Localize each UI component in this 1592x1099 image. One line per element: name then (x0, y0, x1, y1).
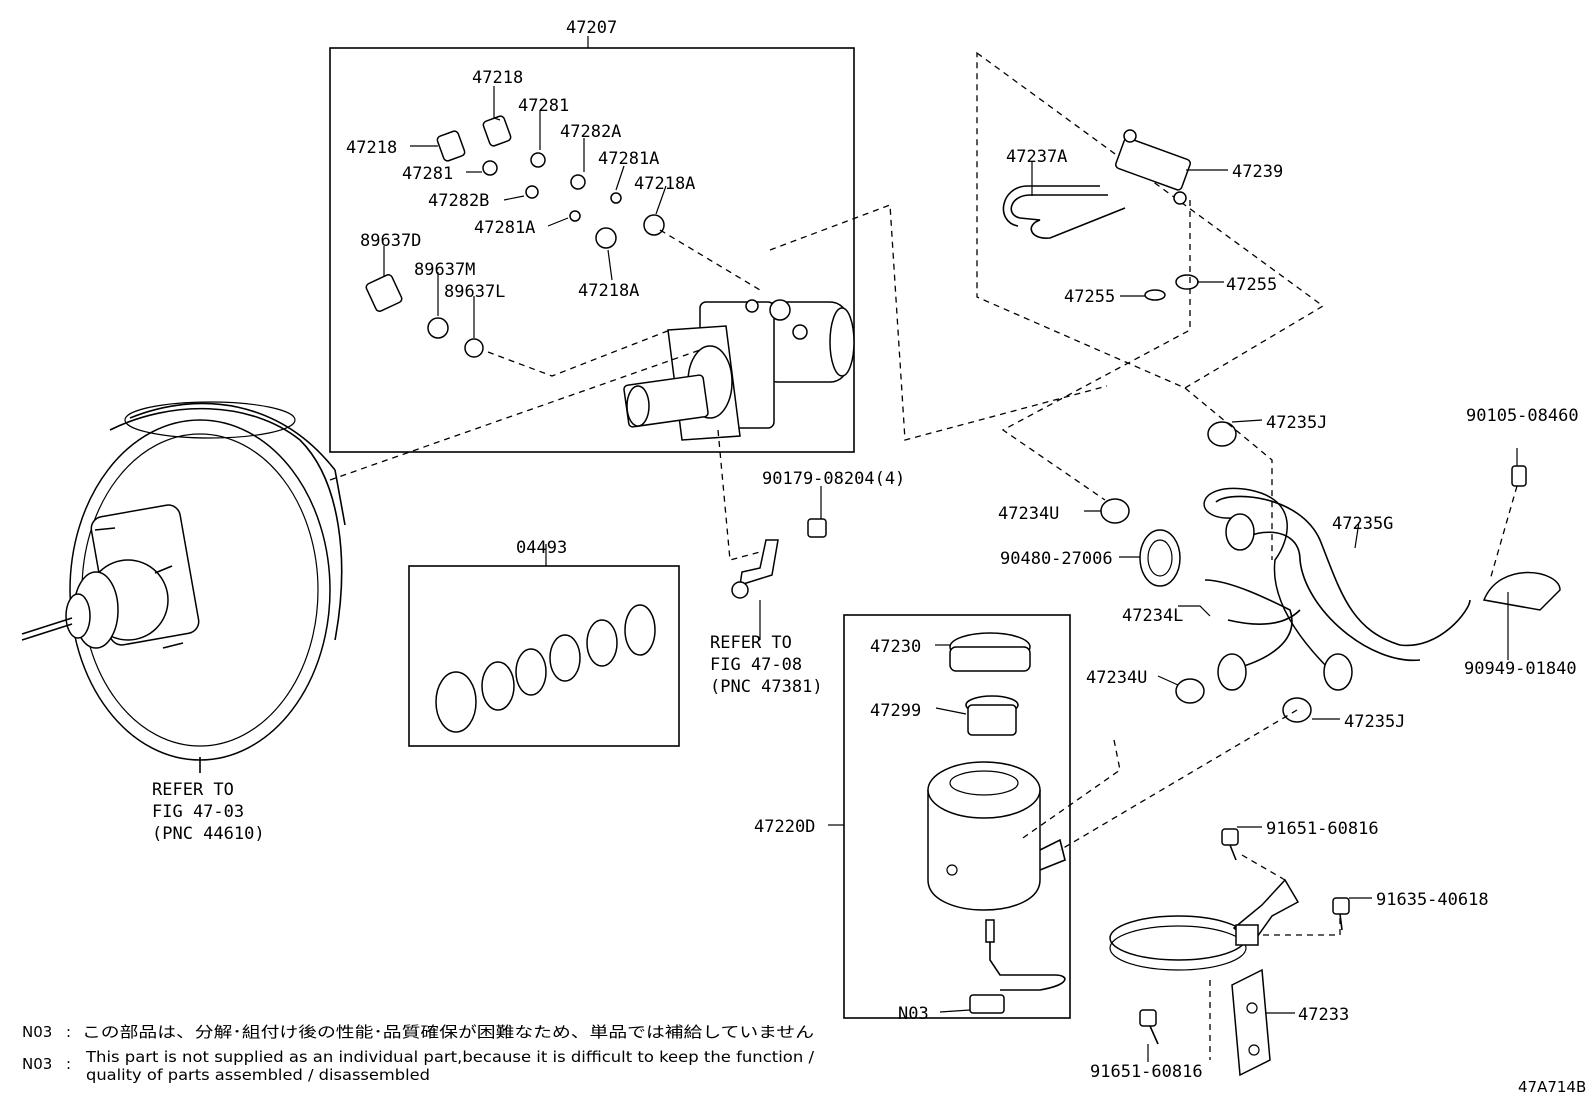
hoses (1100, 421, 1561, 723)
bracket-refer-line-3: (PNC 47381) (710, 677, 823, 697)
kit-04493-frame (408, 565, 680, 747)
connector-lines (329, 200, 1518, 1060)
label-90480-27006: 90480-27006 (1000, 549, 1113, 569)
bracket-refer-line-1: REFER TO (710, 633, 792, 653)
leader-lines (383, 36, 1518, 1062)
label-89637m: 89637M (414, 260, 475, 280)
label-47220d: 47220D (754, 817, 815, 837)
label-47235g: 47235G (1332, 514, 1393, 534)
booster-refer-line-3: (PNC 44610) (152, 824, 265, 844)
label-89637l: 89637L (444, 282, 505, 302)
footnote-text-en-1: This part is not supplied as an individu… (85, 1048, 815, 1066)
brake-booster (21, 401, 346, 773)
figure-id: 47A714B (1518, 1078, 1586, 1096)
reservoir (927, 632, 1066, 1014)
part-labels: 47207 47218 47281 47218 47282A 47281 472… (346, 18, 1579, 1082)
label-04493: 04493 (516, 538, 567, 558)
label-47255-right: 47255 (1226, 275, 1277, 295)
label-90949-01840: 90949-01840 (1464, 659, 1577, 679)
tube-group-dashed-frame (976, 51, 1325, 389)
master-cylinder-group-frame (329, 47, 855, 453)
master-cylinder (623, 299, 855, 441)
tube-group (1002, 129, 1199, 301)
label-47281-top: 47281 (518, 96, 569, 116)
label-91651-60816-top: 91651-60816 (1266, 819, 1379, 839)
label-91635-40618: 91635-40618 (1376, 890, 1489, 910)
label-91651-60816-low: 91651-60816 (1090, 1062, 1203, 1082)
label-47233: 47233 (1298, 1005, 1349, 1025)
label-n03: N03 (898, 1004, 929, 1024)
booster-refer-line-2: FIG 47-03 (152, 802, 244, 822)
label-90179-08204: 90179-08204(4) (762, 469, 905, 489)
fittings (365, 115, 665, 358)
label-47218-left: 47218 (346, 138, 397, 158)
bracket-refer-line-2: FIG 47-08 (710, 655, 802, 675)
label-47281-mid: 47281 (402, 164, 453, 184)
footnote-sep-1: : (66, 1023, 71, 1041)
label-47239: 47239 (1232, 162, 1283, 182)
label-47218a-low: 47218A (578, 281, 639, 301)
footnote-code-1: N03 (22, 1023, 52, 1041)
label-47255-left: 47255 (1064, 287, 1115, 307)
label-47235j-top: 47235J (1266, 413, 1327, 433)
label-47282a: 47282A (560, 122, 621, 142)
label-47299: 47299 (870, 701, 921, 721)
footnotes: N03 : この部品は、分解･組付け後の性能･品質確保が困難なため、単品では補給… (22, 1023, 1586, 1096)
bracket-plate (731, 518, 827, 599)
label-47218-top: 47218 (472, 68, 523, 88)
footnote-code-2: N03 (22, 1055, 52, 1073)
label-47218a-top: 47218A (634, 174, 695, 194)
label-47230: 47230 (870, 637, 921, 657)
label-47234l: 47234L (1122, 606, 1183, 626)
label-89637d: 89637D (360, 231, 421, 251)
reservoir-group-frame (843, 614, 1071, 1019)
booster-refer-line-1: REFER TO (152, 780, 234, 800)
footnote-text-jp: この部品は、分解･組付け後の性能･品質確保が困難なため、単品では補給していません (82, 1023, 814, 1041)
label-47281a-top: 47281A (598, 149, 659, 169)
label-47235j-low: 47235J (1344, 712, 1405, 732)
label-47282b: 47282B (428, 191, 489, 211)
label-90105-08460: 90105-08460 (1466, 406, 1579, 426)
seal-kit (435, 604, 656, 733)
label-47207: 47207 (566, 18, 617, 38)
label-47234u-top: 47234U (998, 504, 1059, 524)
label-47237a: 47237A (1006, 147, 1067, 167)
label-47281a-low: 47281A (474, 218, 535, 238)
footnote-text-en-2: quality of parts assembled / disassemble… (86, 1066, 430, 1084)
refer-notes: REFER TO FIG 47-03 (PNC 44610) REFER TO … (152, 633, 823, 844)
reservoir-bracket (1109, 828, 1350, 1077)
footnote-sep-2: : (66, 1055, 71, 1073)
label-47234u-low: 47234U (1086, 668, 1147, 688)
